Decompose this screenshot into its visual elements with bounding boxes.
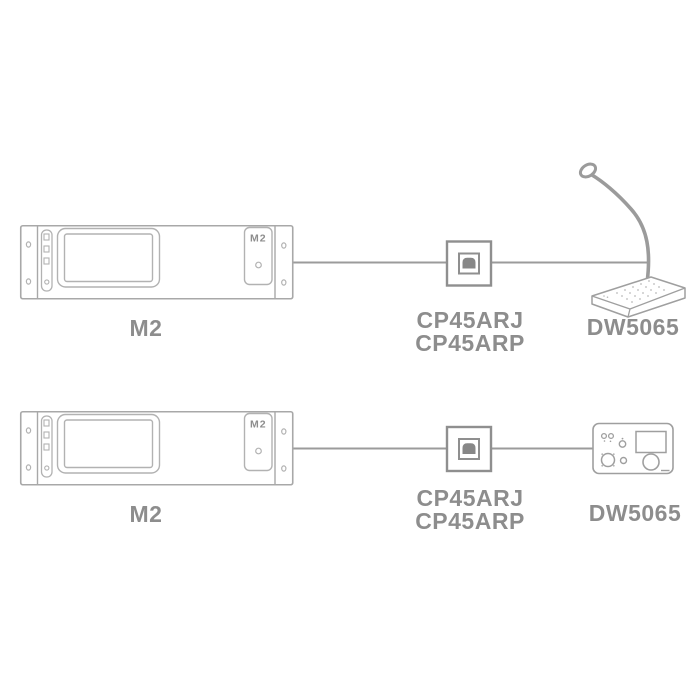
panel-button-mark bbox=[621, 437, 624, 440]
label-cp45arj: CP45ARJ bbox=[416, 485, 524, 511]
mic-gooseneck bbox=[591, 173, 651, 284]
panel-button bbox=[619, 456, 628, 465]
panel-led bbox=[607, 432, 615, 440]
panel-display bbox=[635, 430, 667, 454]
panel-led-dot bbox=[609, 440, 612, 443]
mic-base bbox=[591, 276, 686, 318]
rj45-wall-socket-icon bbox=[445, 425, 493, 473]
mic-capsule bbox=[578, 162, 598, 179]
label-cp45arp: CP45ARP bbox=[415, 508, 525, 534]
label-m2-row2: M2 bbox=[129, 501, 163, 527]
label-dw5065-row1: DW5065 bbox=[586, 314, 680, 340]
gooseneck-microphone-icon bbox=[578, 162, 686, 318]
panel-knob-tick bbox=[612, 464, 615, 467]
label-connector-row1: CP45ARJ CP45ARP bbox=[390, 309, 550, 355]
panel-button bbox=[618, 440, 627, 448]
m2-rack-unit-icon: M2 bbox=[19, 224, 294, 300]
m2-front-badge: M2 bbox=[250, 233, 267, 245]
m2-front-badge: M2 bbox=[250, 419, 267, 431]
panel-led-dot bbox=[603, 440, 606, 442]
m2-rack-unit-icon: M2 bbox=[19, 410, 294, 486]
panel-led bbox=[600, 432, 608, 440]
rj45-wall-socket-icon bbox=[445, 240, 493, 287]
label-connector-row2: CP45ARJ CP45ARP bbox=[390, 487, 550, 533]
label-cp45arj: CP45ARJ bbox=[416, 307, 524, 333]
label-cp45arp: CP45ARP bbox=[415, 330, 525, 356]
label-m2-row1: M2 bbox=[129, 315, 163, 341]
panel-knob-left bbox=[600, 452, 616, 468]
mic-base-edges bbox=[591, 287, 686, 318]
panel-knob-tick bbox=[612, 453, 615, 456]
control-panel-icon bbox=[592, 422, 674, 475]
label-dw5065-row2: DW5065 bbox=[588, 500, 682, 526]
panel-knob-tick bbox=[601, 453, 604, 456]
panel-knob-tick bbox=[601, 464, 604, 467]
panel-knob-right bbox=[642, 453, 660, 471]
mic-base-speaker-grille bbox=[603, 280, 665, 303]
